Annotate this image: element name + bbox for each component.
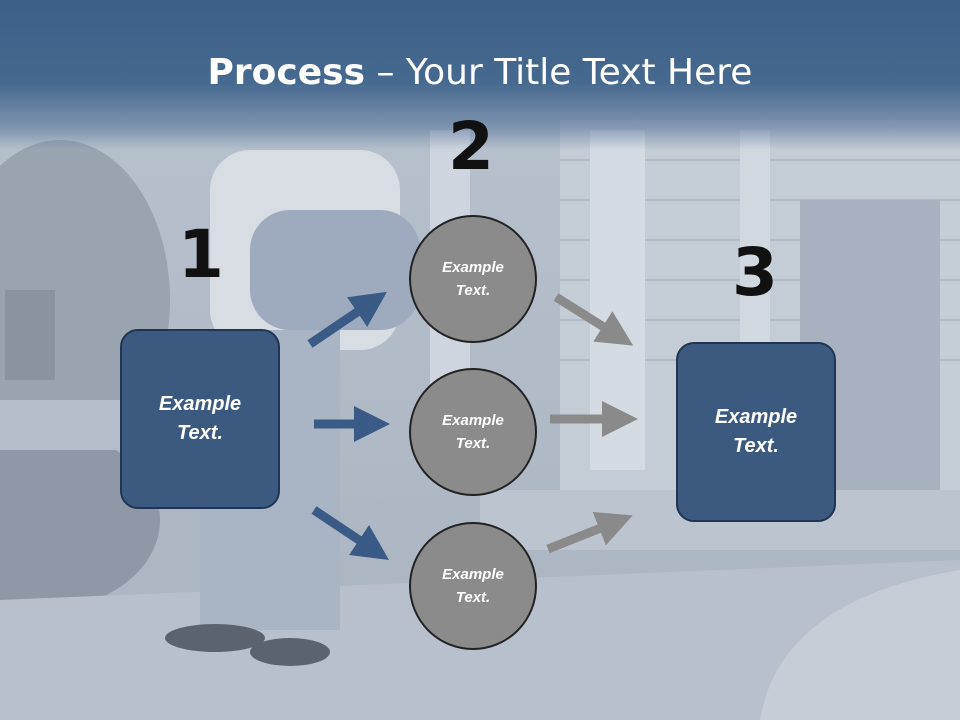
step-number-1: 1	[178, 216, 224, 293]
arrow-bottom-to-right	[546, 511, 633, 554]
arrow-top-to-right	[553, 293, 634, 346]
left-step-box: Example Text.	[120, 329, 280, 509]
arrow-left-to-top	[307, 291, 387, 348]
arrow-left-to-bottom	[311, 506, 389, 560]
left-box-text: Example Text.	[158, 393, 242, 444]
title-rest: – Your Title Text Here	[365, 52, 753, 93]
title-bold: Process	[207, 52, 366, 93]
right-box-text: Example Text.	[714, 406, 798, 457]
step-number-2: 2	[448, 108, 494, 185]
circle-bottom: Example Text.	[409, 522, 537, 650]
circle-middle-text: Example Text.	[442, 412, 504, 452]
circle-top: Example Text.	[409, 215, 537, 343]
circle-middle: Example Text.	[409, 368, 537, 496]
slide-title: Process – Your Title Text Here	[0, 52, 960, 93]
right-step-box: Example Text.	[676, 342, 836, 522]
step-number-3: 3	[732, 234, 778, 311]
circle-top-text: Example Text.	[442, 259, 504, 299]
title-band	[0, 0, 960, 150]
circle-bottom-text: Example Text.	[442, 566, 504, 606]
